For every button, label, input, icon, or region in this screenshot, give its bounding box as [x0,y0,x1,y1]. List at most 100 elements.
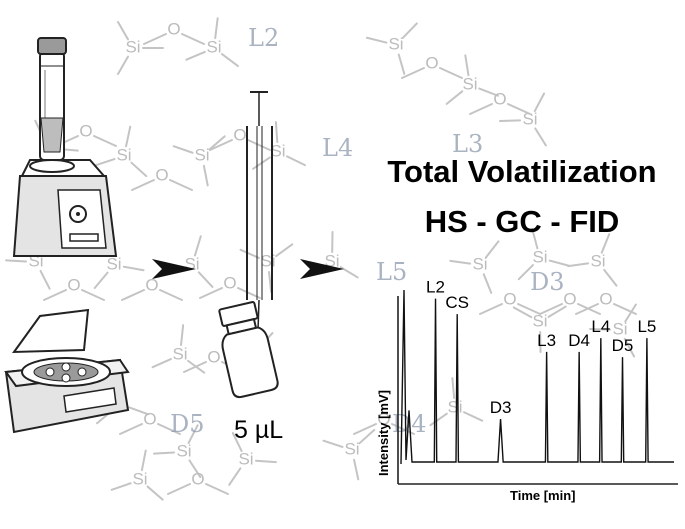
peak-label: CS [445,293,469,312]
vortex-mixer-icon [12,37,118,257]
o-atom-label: O [79,121,92,140]
bond-line [439,67,463,79]
bg-label-l3: L3 [452,130,483,158]
bond-line [43,289,67,301]
bond-line [275,243,294,258]
volume-label: 5 µL [234,416,283,444]
bond-line [603,268,618,287]
bond-line [231,432,243,453]
si-atom-label: Si [194,145,209,164]
o-atom-label: O [207,347,220,366]
bond-line [214,17,219,40]
bond-line [131,179,155,191]
arrow-icon [152,259,196,279]
si-atom-label: Si [132,469,147,488]
bond-line [429,412,448,427]
bond-line [358,428,376,445]
o-atom-label: O [143,409,156,428]
si-atom-label: Si [388,34,403,53]
bond-line [151,358,172,369]
bond-line [125,125,132,148]
peak-label: D4 [568,331,590,350]
bond-line [5,259,28,263]
bond-line [130,161,148,178]
bond-line [183,361,207,373]
bond-line [499,119,522,123]
bond-line [624,303,637,323]
si-atom-label: Si [125,37,140,56]
bond-line [122,265,145,272]
title-line-2: HS - GC - FID [425,204,620,239]
o-atom-label: O [377,409,390,428]
bond-line [531,228,539,250]
x-axis-label: Time [min] [510,488,576,503]
o-atom-label: O [191,469,204,488]
o-atom-label: O [493,89,506,108]
si-atom-label: Si [462,74,477,93]
si-atom-label: Si [238,449,253,468]
peak-label: D3 [490,398,512,417]
o-atom-label: O [503,289,516,308]
bond-line [547,305,567,318]
bond-line [128,406,150,416]
bond-line [94,158,116,167]
bond-line [209,139,233,151]
bond-line [199,287,223,299]
bond-line [117,55,129,75]
bond-line [237,287,261,299]
si-atom-label: Si [532,311,547,330]
bond-line [600,233,611,254]
bond-line [193,235,202,257]
bond-line [121,289,145,301]
bond-line [567,262,590,268]
o-atom-label: O [67,275,80,294]
bond-line [239,248,260,259]
bond-line [197,271,214,288]
bond-line [268,270,273,293]
background-labels: L2 L4 L3 L5 D3 D5 D4 [170,24,565,438]
bond-line [463,411,484,422]
bond-line [181,33,205,45]
si-atom-label: Si [176,441,191,460]
bond-line [81,289,105,301]
bond-line [252,156,271,170]
bond-line [254,459,277,464]
peak-label: L3 [537,331,556,350]
bond-line [172,145,194,154]
bond-line [119,423,143,435]
bond-line [534,127,547,147]
si-atom-label: Si [472,254,487,273]
bond-line [401,67,425,79]
arrow-icon [300,259,344,279]
si-atom-label: Si [206,37,221,56]
o-atom-label: O [145,275,158,294]
bond-line [39,269,51,290]
bond-line [180,324,185,347]
bond-line [365,36,388,44]
si-atom-label: Si [270,141,285,160]
peak-label: L2 [426,278,445,297]
bond-line [507,103,531,115]
bond-line [146,485,164,501]
centrifuge-icon [4,308,130,434]
o-atom-label: O [563,289,576,308]
bg-label-d3: D3 [530,268,565,296]
bond-line [575,303,599,315]
bond-line [208,135,226,151]
bg-label-l5: L5 [376,258,407,286]
bond-line [169,179,193,191]
bond-line [117,21,129,41]
si-atom-label: Si [612,319,627,338]
peak-label: D5 [612,336,634,355]
bond-line [220,53,239,68]
si-atom-label: Si [106,254,121,273]
bg-label-l4: L4 [322,134,353,162]
bond-line [517,264,534,281]
si-atom-label: Si [447,397,462,416]
bond-line [613,303,637,315]
bond-line [274,121,279,144]
si-atom-label: Si [522,109,537,128]
o-atom-label: O [223,273,236,292]
o-atom-label: O [155,165,168,184]
